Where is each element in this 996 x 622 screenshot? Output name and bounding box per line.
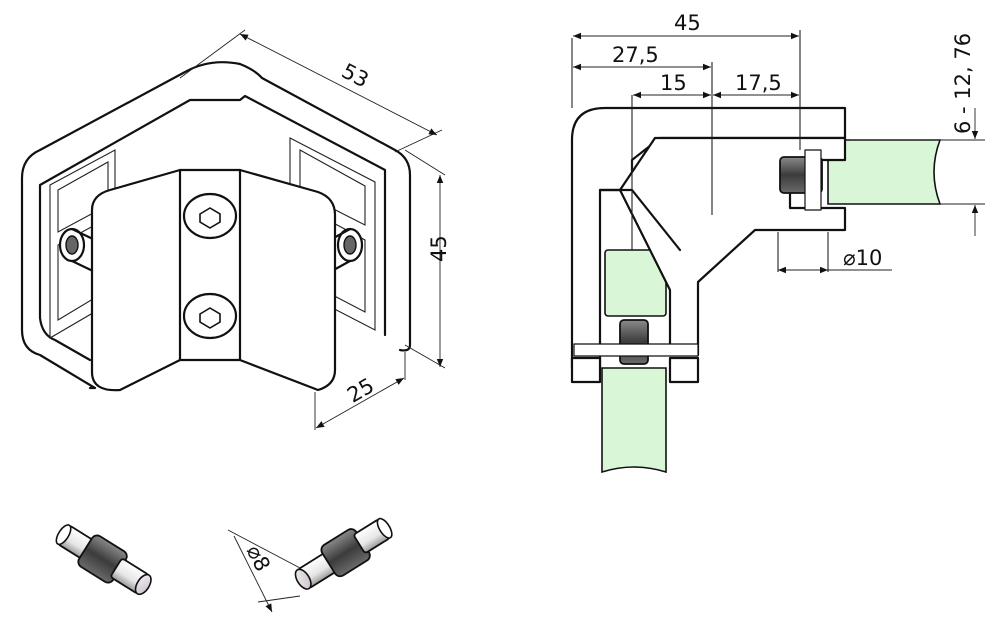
- iso-left-pin: [58, 227, 97, 274]
- iso-dim-length: 53: [338, 59, 373, 93]
- iso-dim-height: 45: [427, 235, 451, 262]
- front-view: 45 27,5 15 17,5 6 - 12, 76 ⌀10: [570, 11, 985, 474]
- pin-dim-diameter: ⌀8: [242, 541, 275, 575]
- front-bushing-vertical: [619, 319, 649, 365]
- iso-clamp-center-face: [178, 168, 242, 362]
- iso-view: 53 45 25: [20, 29, 451, 430]
- iso-front-clamp: [90, 168, 337, 392]
- pin-detail-left: [55, 524, 152, 596]
- front-glass-vertical: [601, 367, 667, 474]
- pin-dimension: ⌀8: [227, 529, 301, 613]
- iso-dim-depth: 25: [343, 373, 378, 407]
- pin-detail-right: [294, 517, 393, 590]
- front-dim-offset-b: 15: [660, 71, 687, 95]
- front-dim-offset-a: 27,5: [612, 43, 659, 67]
- front-dim-overall-width: 45: [674, 11, 701, 35]
- iso-screw-top: [182, 192, 238, 240]
- front-glass-horizontal: [827, 139, 942, 205]
- iso-right-pin: [328, 227, 364, 274]
- front-dim-offset-c: 17,5: [735, 71, 782, 95]
- iso-screw-bottom: [182, 292, 238, 340]
- front-dim-hole-diameter: ⌀10: [843, 246, 882, 270]
- front-dim-glass-thickness: 6 - 12, 76: [951, 33, 975, 134]
